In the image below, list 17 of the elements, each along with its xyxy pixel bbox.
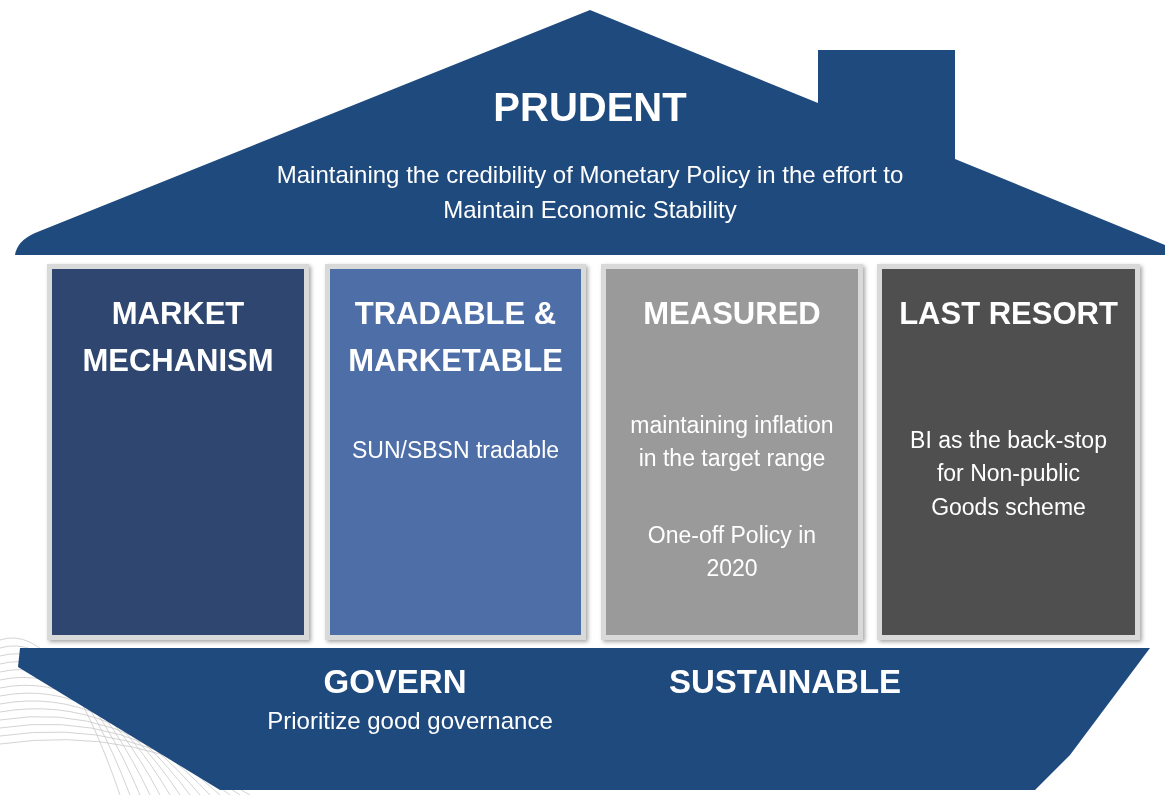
roof-subtitle: Maintaining the credibility of Monetary Policy in the effort to Maintain Economic Stability bbox=[275, 160, 905, 225]
pillar-description: maintaining inflation in the target range bbox=[629, 411, 835, 474]
foundation-heading: GOVERN bbox=[322, 663, 468, 701]
pillar-description: BI as the back-stop for Non-public Goods scheme bbox=[909, 426, 1108, 522]
pillar-heading: LAST RESORT bbox=[898, 295, 1119, 333]
roof-title: PRUDENT bbox=[492, 85, 688, 130]
pillar-panel bbox=[325, 264, 586, 640]
foundation-heading: SUSTAINABLE bbox=[667, 663, 903, 701]
pillar-description: One-off Policy in 2020 bbox=[646, 521, 818, 584]
pillar-heading: MARKET MECHANISM bbox=[81, 295, 275, 380]
pillar-panel bbox=[47, 264, 309, 640]
pillar-heading: TRADABLE & MARKETABLE bbox=[347, 295, 564, 380]
pillar-panel bbox=[601, 264, 863, 640]
pillar-description: SUN/SBSN tradable bbox=[350, 436, 561, 465]
pillar-panel bbox=[877, 264, 1140, 640]
pillar-heading: MEASURED bbox=[642, 295, 822, 333]
foundation-description: Prioritize good governance bbox=[266, 707, 554, 735]
